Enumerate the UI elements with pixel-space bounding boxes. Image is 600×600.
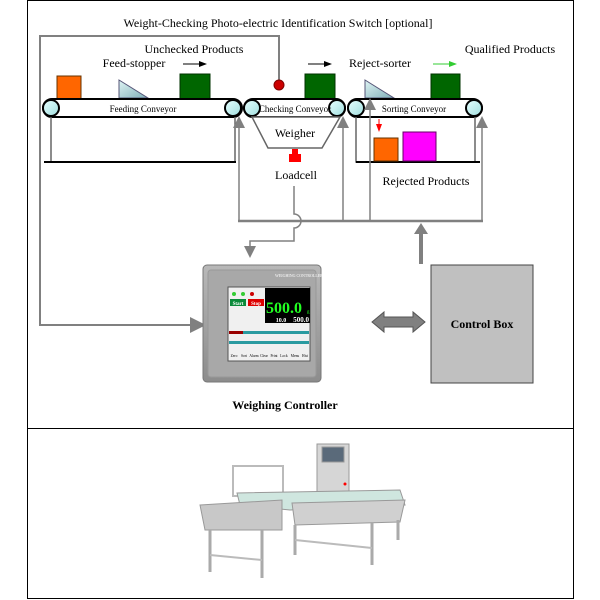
- label-control-box: Control Box: [451, 317, 514, 331]
- main-weight-readout: 500.0: [266, 300, 302, 317]
- arrow-head-icon: [414, 223, 428, 234]
- controller-brand: WEIGHING CONTROLLER: [275, 273, 323, 278]
- label-loadcell: Loadcell: [275, 168, 318, 182]
- rejected-magenta-product: [402, 131, 437, 162]
- sorting-conveyor-label: Sorting Conveyor: [382, 104, 446, 114]
- green-product: [179, 73, 211, 100]
- stop-button[interactable]: [248, 299, 264, 306]
- upper-limit-readout: 500.0: [293, 316, 309, 324]
- photo-frame: [27, 428, 574, 599]
- weigher-frame: [250, 116, 342, 149]
- lower-limit-readout: 10.0: [276, 318, 287, 324]
- roller-icon: [465, 99, 483, 117]
- roller-icon: [224, 99, 242, 117]
- orange-product: [56, 75, 82, 100]
- weight-unit: g: [307, 310, 310, 315]
- diagram-title: Weight-Checking Photo-electric Identific…: [124, 16, 433, 30]
- stop-label: Stop: [251, 302, 261, 307]
- zero-key[interactable]: Zero: [231, 354, 238, 358]
- label-weigher: Weigher: [275, 126, 315, 140]
- bidirectional-link-arrow: [371, 310, 426, 334]
- hist-key[interactable]: Hist: [302, 354, 308, 358]
- label-feed-stopper: Feed-stopper: [103, 56, 166, 70]
- start-button[interactable]: [230, 299, 246, 306]
- sort-key[interactable]: Sort: [241, 354, 247, 358]
- feed-stopper-icon: [118, 79, 150, 99]
- roller-icon: [347, 99, 365, 117]
- start-label: Start: [233, 302, 244, 307]
- loadcell-signal-line: [244, 186, 302, 258]
- print-key[interactable]: Print: [271, 354, 278, 358]
- label-reject-sorter: Reject-sorter: [349, 56, 411, 70]
- label-unchecked-products: Unchecked Products: [145, 42, 244, 56]
- control-box: [430, 264, 534, 384]
- sorting-conveyor: Sorting Conveyor: [347, 98, 483, 118]
- roller-icon: [42, 99, 60, 117]
- rejected-orange-product: [373, 137, 399, 162]
- weighing-controller-device: WEIGHING CONTROLLER Start Stop 500.0 g 1…: [202, 264, 323, 383]
- alarm-key[interactable]: Alarm: [249, 354, 258, 358]
- green-product: [430, 73, 461, 100]
- loadcell-icon: [289, 149, 301, 162]
- checkweigher-machine-photo: [199, 443, 406, 578]
- feeding-stand: [50, 117, 236, 163]
- menu-key[interactable]: Menu: [291, 354, 300, 358]
- label-qualified-products: Qualified Products: [465, 42, 556, 56]
- checking-conveyor-label: Checking Conveyor: [259, 104, 331, 114]
- roller-icon: [328, 99, 346, 117]
- label-rejected-products: Rejected Products: [383, 174, 470, 188]
- green-product: [304, 73, 336, 100]
- lock-key[interactable]: Lock: [280, 354, 288, 358]
- reject-sorter-icon: [364, 79, 396, 99]
- photo-switch-sensor: [273, 79, 285, 91]
- clear-key[interactable]: Clear: [260, 354, 269, 358]
- feeding-conveyor-label: Feeding Conveyor: [110, 104, 177, 114]
- photo-switch-signal-line: [39, 35, 280, 333]
- checking-conveyor: Checking Conveyor: [243, 98, 346, 118]
- label-weighing-controller: Weighing Controller: [232, 398, 338, 412]
- feeding-conveyor: Feeding Conveyor: [42, 98, 243, 118]
- roller-icon: [243, 99, 261, 117]
